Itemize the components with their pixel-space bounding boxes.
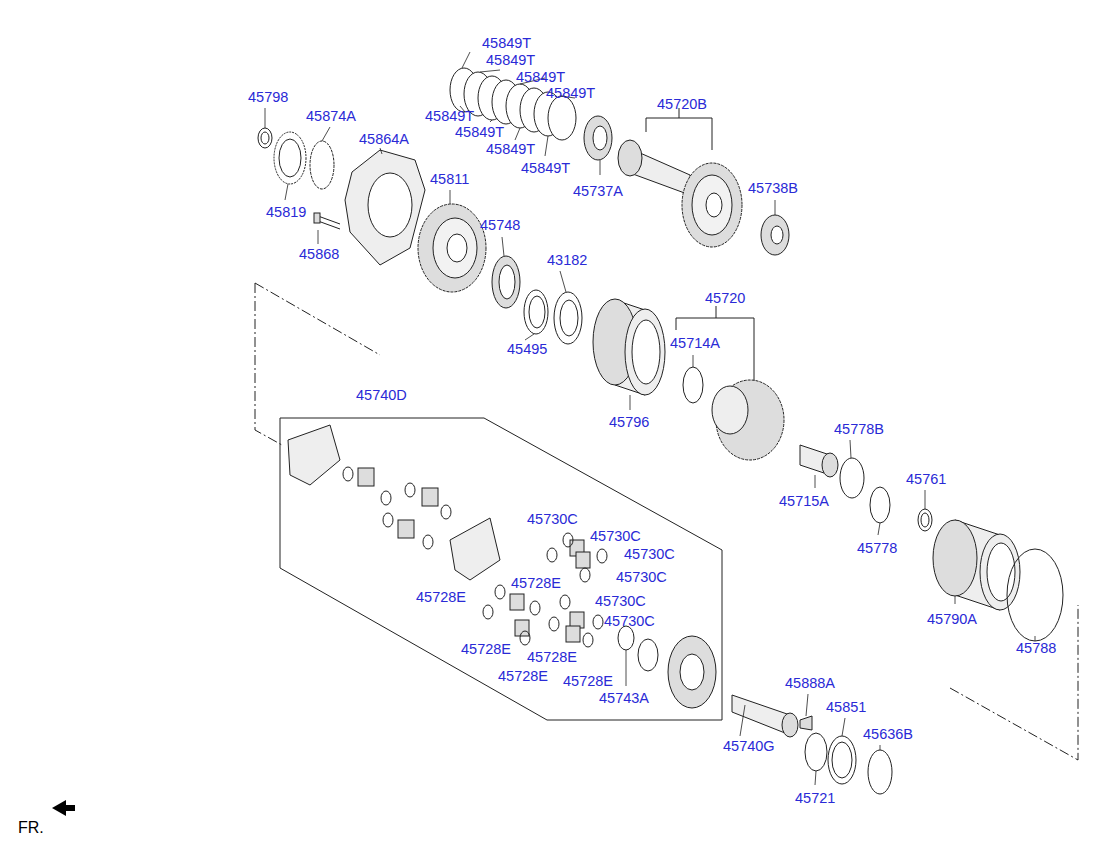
callout-number: 45849T <box>455 124 504 140</box>
callout-number: 45730C <box>595 593 646 609</box>
callout-number: 45720B <box>657 96 707 112</box>
callout-number: 45714A <box>670 335 720 351</box>
callout-number: 45715A <box>779 493 829 509</box>
callout-number: 45636B <box>863 726 913 742</box>
callout-number: 45740G <box>723 738 775 754</box>
callout-number: 45888A <box>785 675 835 691</box>
callout-number: 43182 <box>547 252 587 268</box>
callout-number: 45761 <box>906 471 946 487</box>
callout-number: 45864A <box>359 131 409 147</box>
callout-number: 45849T <box>521 160 570 176</box>
callout-number: 45740D <box>356 387 407 403</box>
callout-number: 45778B <box>834 421 884 437</box>
callout-number: 45798 <box>248 89 288 105</box>
callout-number: 45849T <box>425 108 474 124</box>
callout-number: 45720 <box>705 290 745 306</box>
callout-number: 45748 <box>480 217 520 233</box>
callout-number: 45796 <box>609 414 649 430</box>
callout-number: 45849T <box>482 35 531 51</box>
callout-number: 45730C <box>527 511 578 527</box>
callout-number: 45730C <box>604 613 655 629</box>
callout-number: 45849T <box>486 52 535 68</box>
callout-number: 45819 <box>266 204 306 220</box>
callout-number: 45721 <box>795 790 835 806</box>
callout-number: 45728E <box>416 589 466 605</box>
callout-number: 45788 <box>1016 640 1056 656</box>
callout-number: 45728E <box>498 668 548 684</box>
callout-number: 45849T <box>546 85 595 101</box>
callout-number: 45728E <box>511 575 561 591</box>
callout-number: 45849T <box>516 69 565 85</box>
callout-number: 45851 <box>826 699 866 715</box>
callout-number: 45743A <box>599 690 649 706</box>
callout-number: 45811 <box>430 171 469 187</box>
callout-number: 45737A <box>573 183 623 199</box>
callout-number: 45849T <box>486 141 535 157</box>
callout-number: 45738B <box>748 180 798 196</box>
callout-number: 45495 <box>507 341 547 357</box>
callout-number: 45868 <box>299 246 339 262</box>
callout-number: 45730C <box>616 569 667 585</box>
callout-number: 45728E <box>527 649 577 665</box>
callout-number: 45728E <box>461 641 511 657</box>
callout-number: 45728E <box>563 673 613 689</box>
callout-number: 45730C <box>624 546 675 562</box>
callout-number: 45874A <box>306 108 356 124</box>
direction-label: FR. <box>18 820 44 836</box>
callout-number: 45790A <box>927 611 977 627</box>
callout-number: 45730C <box>590 528 641 544</box>
callout-number: 45778 <box>857 540 897 556</box>
